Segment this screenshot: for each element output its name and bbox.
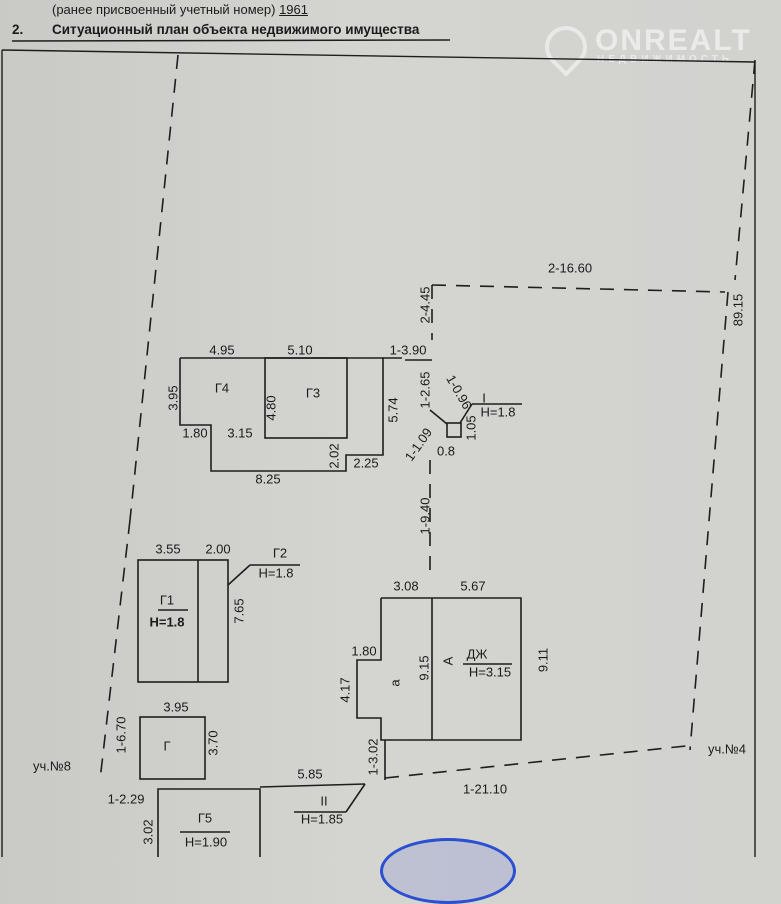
building-label: Г1 [159, 592, 175, 608]
dim-label: 3.95 [163, 699, 189, 715]
structure-i [429, 403, 522, 438]
building-label: Г5 [197, 810, 213, 826]
dim-label: 1-6.70 [113, 716, 129, 754]
building-label: II [320, 793, 328, 809]
dim-label: 1-2.65 [417, 371, 433, 409]
dim-label: 2.00 [205, 541, 231, 557]
house-a [356, 597, 522, 741]
building-g [139, 716, 206, 780]
building-label: Г4 [214, 380, 230, 396]
section-number: 2. [12, 22, 24, 37]
dim-label: 1.05 [463, 415, 479, 441]
dim-label: 0.8 [436, 443, 456, 459]
dim-label: 1-21.10 [462, 781, 508, 797]
dim-label: 1-2.29 [107, 791, 145, 807]
watermark-brand: ONREALT [595, 24, 752, 57]
dim-label: 3.55 [155, 541, 181, 557]
dim-label: 2-4.45 [417, 286, 433, 324]
prev-number-label: (ранее присвоенный учетный номер) [52, 2, 276, 17]
building-g5-fence [157, 740, 386, 857]
height-label: H=1.8 [149, 614, 185, 630]
height-label: H=1.8 [480, 404, 516, 420]
dim-label: 5.10 [287, 342, 313, 358]
dim-label: 3.08 [393, 578, 419, 594]
building-label: Г2 [272, 545, 288, 561]
building-label: Г [163, 738, 171, 754]
dim-label: 1-3.02 [365, 738, 381, 776]
building-label: А [440, 656, 456, 666]
dim-label: 4.17 [337, 677, 353, 703]
dim-label: 89.15 [730, 293, 746, 327]
height-label: H=1.85 [300, 811, 344, 827]
building-label: ДЖ [466, 646, 488, 662]
building-label: I [482, 390, 486, 406]
watermark-sub: НЕДВИЖИМОСТЬ [597, 54, 734, 65]
building-label: а [387, 679, 403, 687]
dim-label: 2.25 [353, 455, 379, 471]
building-g1-g2 [137, 559, 300, 683]
height-label: H=3.15 [468, 664, 512, 680]
dim-label: 4.80 [263, 395, 279, 421]
dim-label: 1.80 [351, 643, 377, 659]
dim-label: 8.25 [255, 471, 281, 487]
dim-label: 3.70 [205, 730, 221, 756]
dim-label: 5.74 [385, 397, 401, 423]
neighbor-plot-label: уч.№8 [32, 758, 72, 774]
site-plan-drawing [1, 39, 756, 857]
dim-label: 3.95 [165, 385, 181, 411]
dim-label: 1.80 [182, 425, 208, 441]
dim-label: 4.95 [209, 342, 235, 358]
neighbor-plot-label: уч.№4 [707, 741, 747, 757]
building-label: Г3 [305, 385, 321, 401]
height-label: H=1.90 [184, 834, 228, 850]
dim-label: 3.15 [227, 425, 253, 441]
dim-label: 2-16.60 [547, 260, 593, 276]
dim-label: 1-9.40 [417, 497, 433, 535]
dim-label: 9.11 [535, 647, 551, 673]
dim-label: 5.85 [297, 766, 323, 782]
dim-label: 2.02 [326, 443, 342, 469]
prev-number: 1961 [279, 2, 308, 17]
dim-label: 7.65 [231, 598, 247, 624]
height-label: H=1.8 [258, 565, 294, 581]
dim-label: 1-3.90 [389, 342, 427, 358]
building-g4-g3 [179, 357, 432, 472]
dim-label: 9.15 [416, 655, 432, 681]
section-heading: 2. Ситуационный план объекта недвижимого … [12, 22, 419, 37]
stamp-seal [380, 838, 516, 904]
dim-label: 5.67 [460, 578, 486, 594]
section-title: Ситуационный план объекта недвижимого им… [52, 22, 420, 37]
previous-number-line: (ранее присвоенный учетный номер) 1961 [52, 2, 308, 17]
dim-label: 3.02 [140, 819, 156, 845]
